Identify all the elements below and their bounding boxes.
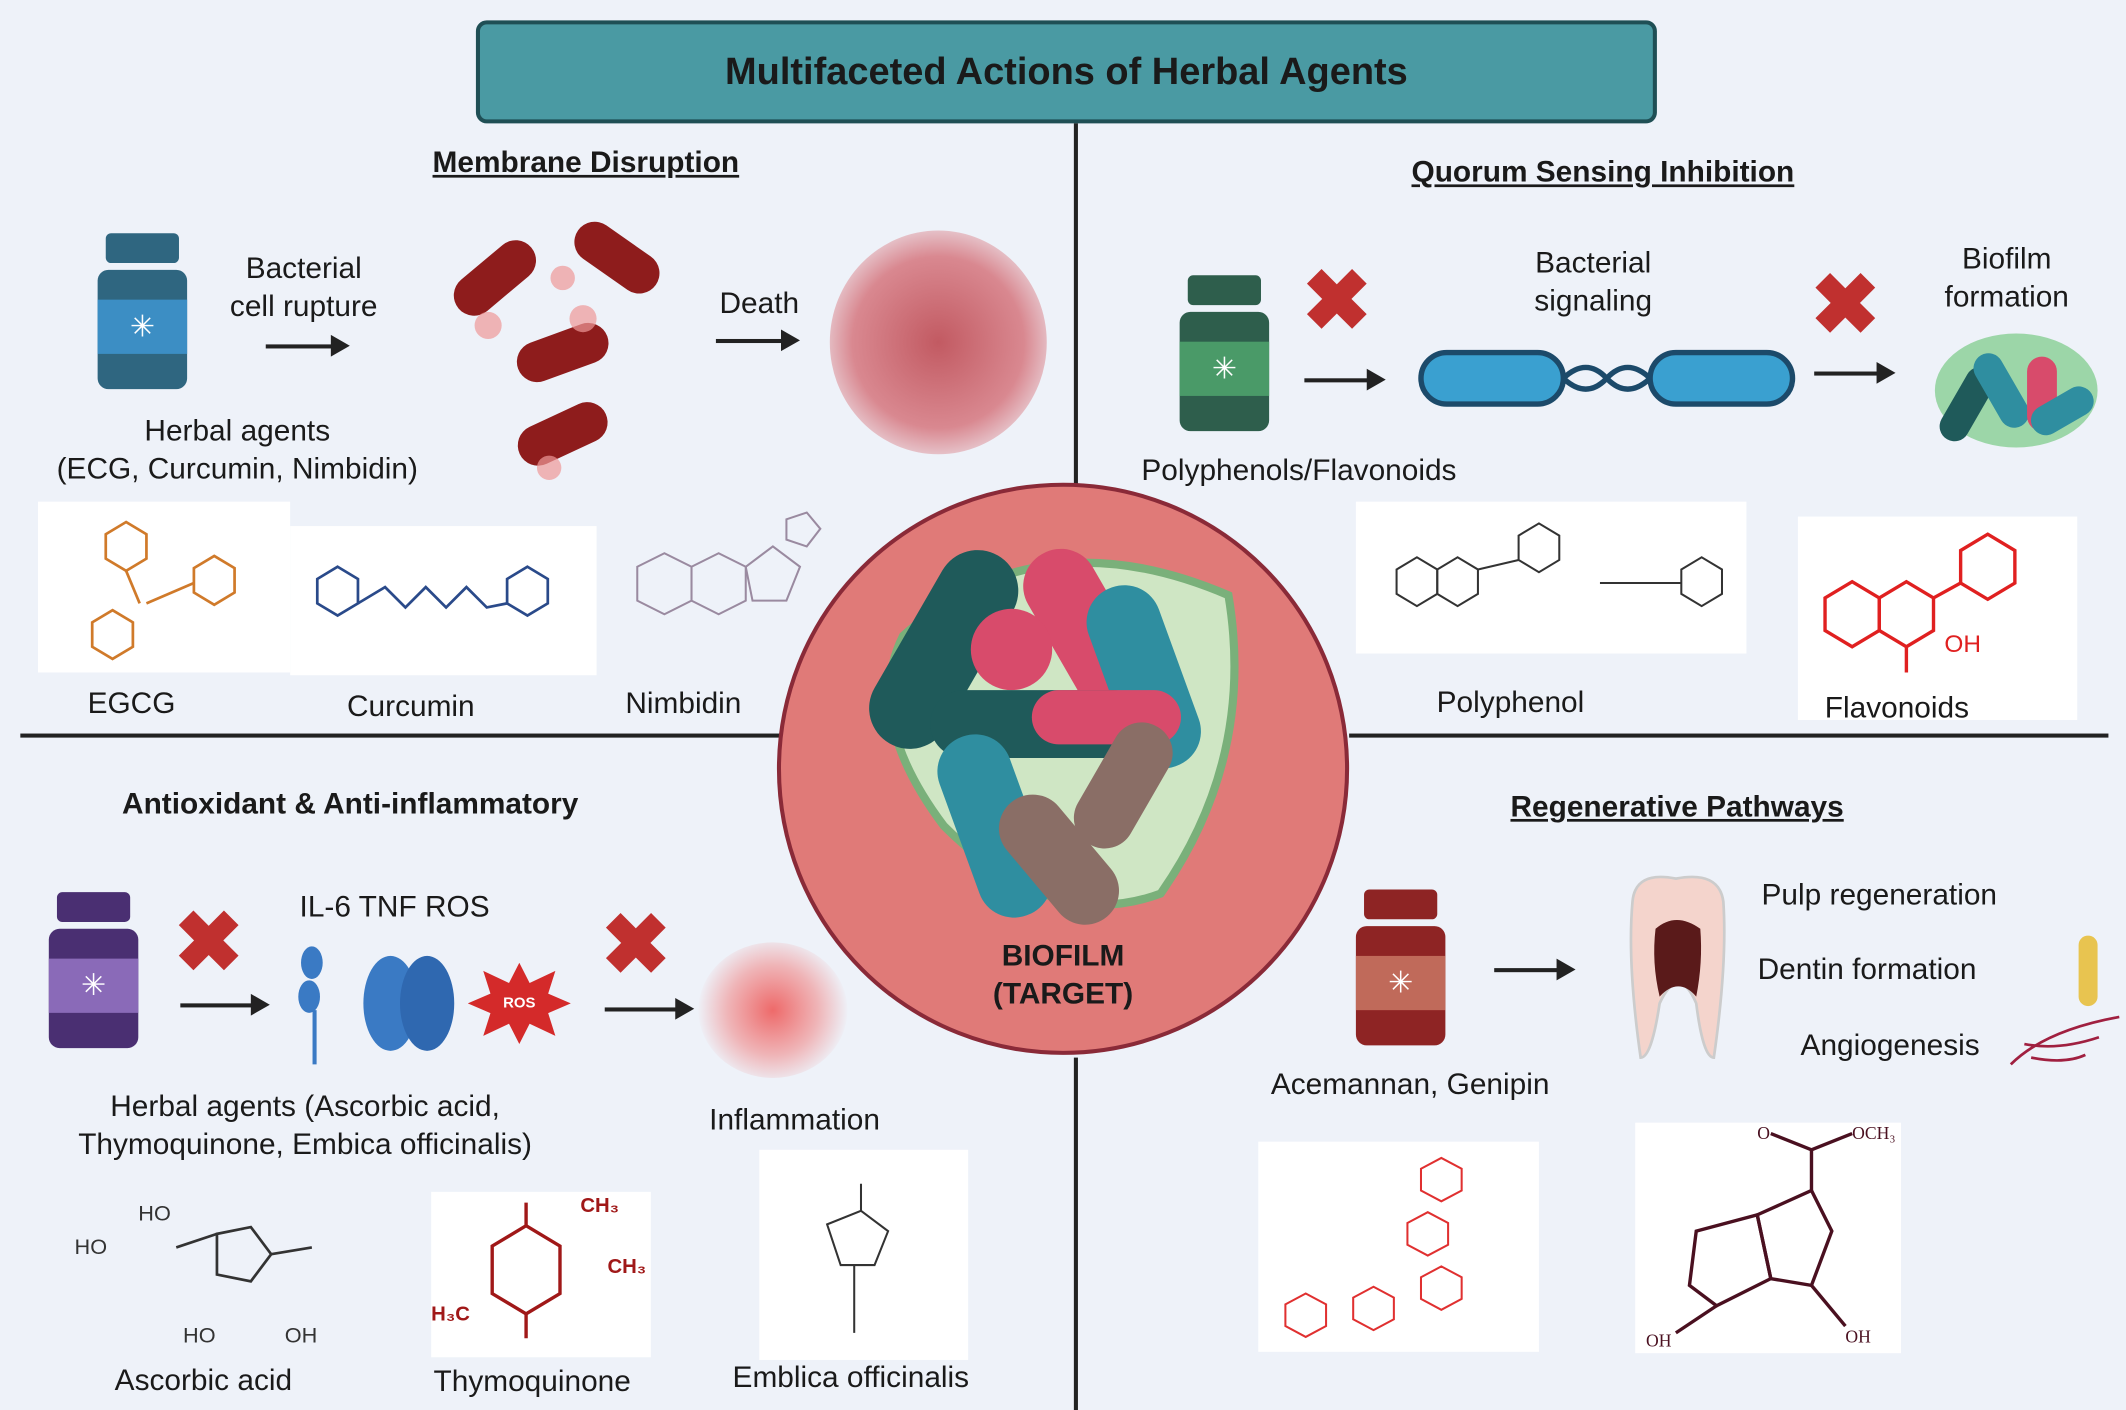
label-polyphenols-flavonoids: Polyphenols/Flavonoids <box>1141 452 1457 487</box>
biofilm-label-target: (TARGET) <box>992 976 1134 1011</box>
antioxidant-bottle-icon: ✳ <box>48 892 139 1049</box>
polyphenol-structure <box>1355 501 1747 654</box>
svg-text:OH: OH <box>1845 1326 1871 1346</box>
divider-top <box>1073 123 1078 493</box>
arrow-icon <box>1304 368 1386 391</box>
label-inflammation: Inflammation <box>709 1102 880 1137</box>
dead-cell-debris-illustration <box>829 230 1047 455</box>
label-flavonoids: Flavonoids <box>1824 690 1970 725</box>
polyphenol-bottle-icon: ✳ <box>1179 275 1270 432</box>
herbal-bottle-icon: ✳ <box>97 233 188 390</box>
label-curcumin: Curcumin <box>347 688 475 723</box>
svg-text:OCH₃: OCH₃ <box>1852 1123 1895 1143</box>
inflammation-icon <box>698 942 848 1078</box>
label-formation: formation <box>1944 279 2069 314</box>
svg-text:HO: HO <box>75 1234 108 1259</box>
blood-vessel-icon <box>2009 1015 2120 1066</box>
bacterial-signaling-icon <box>1418 349 1796 407</box>
svg-text:OH: OH <box>285 1322 318 1347</box>
egcg-structure <box>37 501 291 673</box>
label-signaling: signaling <box>1534 283 1653 318</box>
divider-right <box>1349 733 2109 738</box>
label-bacterial: Bacterial <box>245 250 362 285</box>
biofilm-label: BIOFILM <box>1001 938 1125 973</box>
label-herbal-agents: Herbal agents <box>144 413 331 448</box>
ros-badge: ROS <box>467 962 571 1045</box>
arrow-icon <box>1814 362 1896 384</box>
ascorbic-acid-structure: HO HO HO OH <box>75 1200 318 1347</box>
divider-bottom <box>1073 1057 1078 1410</box>
label-egcg: EGCG <box>87 686 176 720</box>
svg-text:CH₃: CH₃ <box>607 1256 646 1278</box>
diagram-title: Multifaceted Actions of Herbal Agents <box>475 20 1657 124</box>
curcumin-structure <box>290 526 597 676</box>
label-dentin-formation: Dentin formation <box>1757 951 1977 986</box>
svg-text:OH: OH <box>1944 631 1981 658</box>
arrow-icon <box>604 997 695 1020</box>
heading-membrane-disruption: Membrane Disruption <box>432 145 740 179</box>
heading-antioxidant: Antioxidant & Anti-inflammatory <box>122 786 579 821</box>
label-herbal-agents-antioxidant: Herbal agents (Ascorbic acid, <box>110 1088 500 1123</box>
label-herbal-agents-list: (ECG, Curcumin, Nimbidin) <box>56 451 418 486</box>
arrow-icon <box>180 993 270 1016</box>
divider-left <box>20 733 787 738</box>
heading-regenerative-pathways: Regenerative Pathways <box>1510 789 1844 824</box>
label-mediators: IL-6 TNF ROS <box>299 889 490 924</box>
biofilm-illustration <box>869 548 1239 925</box>
label-emblica-officinalis: Emblica officinalis <box>732 1359 970 1394</box>
label-bacterial: Bacterial <box>1535 245 1652 280</box>
inhibit-x-icon: ✖ <box>173 896 244 990</box>
svg-text:CH₃: CH₃ <box>580 1195 619 1217</box>
svg-text:O: O <box>1757 1123 1770 1143</box>
flavonoid-structure: OH <box>1797 516 2078 720</box>
label-pulp-regeneration: Pulp regeneration <box>1761 877 1998 912</box>
label-biofilm: Biofilm <box>1961 241 2052 276</box>
ruptured-bacteria-illustration <box>453 221 660 480</box>
cytokine-receptor-icons <box>298 946 455 1065</box>
label-nimbidin: Nimbidin <box>625 686 742 720</box>
label-angiogenesis: Angiogenesis <box>1800 1027 1980 1062</box>
biofilm-target: BIOFILM (TARGET) <box>776 482 1350 1055</box>
stem-cell-icon <box>2078 935 2098 1007</box>
emblica-structure <box>759 1149 969 1360</box>
label-ascorbic-acid: Ascorbic acid <box>114 1362 293 1397</box>
inhibit-x-icon: ✖ <box>1301 254 1373 349</box>
label-thymoquinone: Thymoquinone <box>433 1364 631 1398</box>
svg-text:OH: OH <box>1646 1330 1672 1350</box>
svg-text:HO: HO <box>183 1322 216 1347</box>
label-death: Death <box>719 286 800 320</box>
inhibit-x-icon: ✖ <box>1810 258 1881 353</box>
tooth-icon <box>1629 875 1726 1059</box>
svg-text:HO: HO <box>138 1200 171 1225</box>
label-cell-rupture: cell rupture <box>229 288 378 323</box>
arrow-icon <box>265 334 350 357</box>
label-herbal-agents-antioxidant-list: Thymoquinone, Embica officinalis) <box>78 1126 532 1161</box>
heading-quorum-sensing: Quorum Sensing Inhibition <box>1411 154 1795 189</box>
thymoquinone-structure: CH₃ CH₃ H₃C <box>431 1191 651 1358</box>
arrow-icon <box>715 329 800 352</box>
inhibit-x-icon: ✖ <box>600 898 672 993</box>
acemannan-structure <box>1258 1141 1539 1352</box>
svg-text:H₃C: H₃C <box>431 1304 470 1326</box>
label-polyphenol: Polyphenol <box>1436 684 1585 719</box>
genipin-structure: O OCH₃ OH OH <box>1635 1122 1901 1354</box>
arrow-icon <box>1494 958 1576 981</box>
label-acemannan-genipin: Acemannan, Genipin <box>1270 1067 1550 1101</box>
biofilm-cluster-icon <box>1934 333 2098 448</box>
nimbidin-structure <box>636 511 822 616</box>
regenerative-bottle-icon: ✳ <box>1355 889 1446 1046</box>
